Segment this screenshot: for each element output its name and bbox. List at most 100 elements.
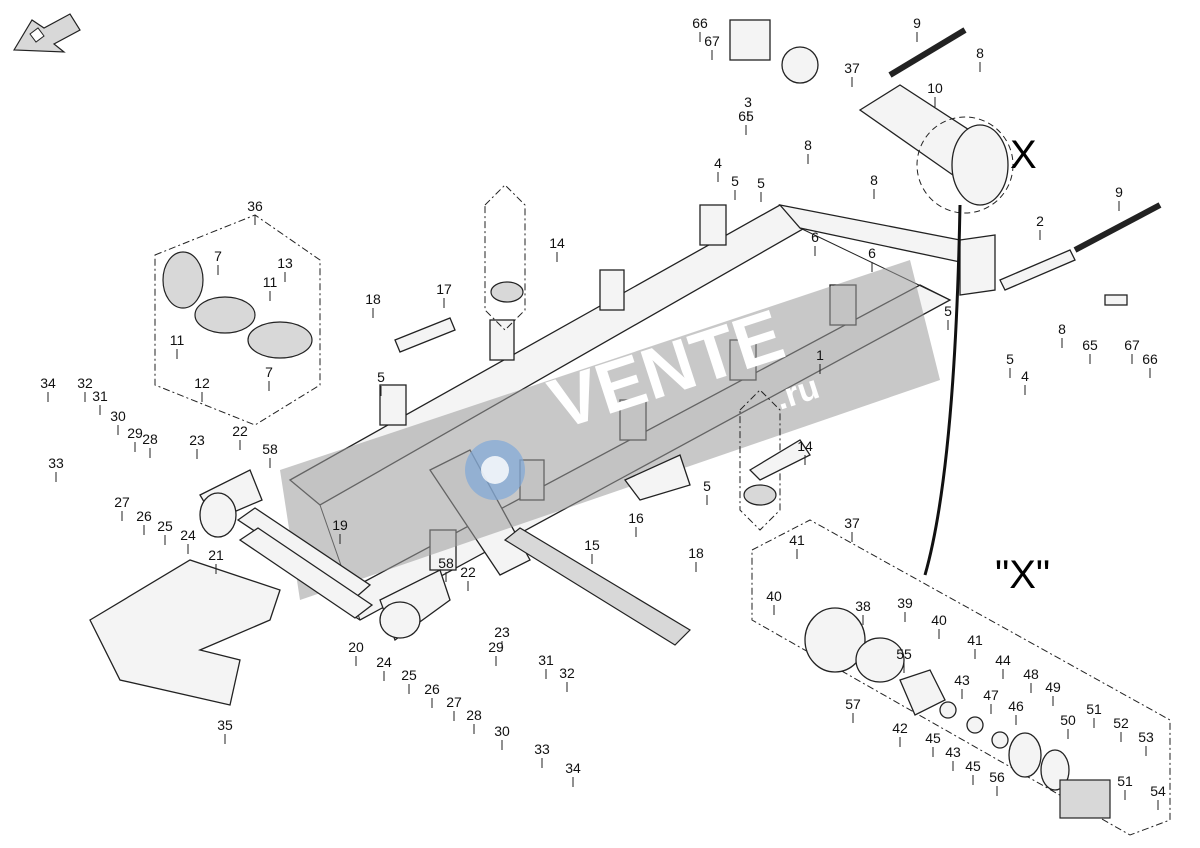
callout-52: 52 xyxy=(1113,715,1129,731)
callout-23: 23 xyxy=(494,624,510,640)
callout-35: 35 xyxy=(217,717,233,733)
callout-4: 4 xyxy=(714,155,722,171)
callout-14: 14 xyxy=(797,438,813,454)
callout-12: 12 xyxy=(194,375,210,391)
callout-67: 67 xyxy=(1124,337,1140,353)
callout-56: 56 xyxy=(989,769,1005,785)
callout-9: 9 xyxy=(1115,184,1123,200)
callout-8: 8 xyxy=(870,172,878,188)
detail-x xyxy=(751,204,1171,836)
callout-28: 28 xyxy=(466,707,482,723)
callout-40: 40 xyxy=(931,612,947,628)
callout-36: 36 xyxy=(247,198,263,214)
callout-5: 5 xyxy=(703,478,711,494)
x-detail-title: "X" xyxy=(995,553,1050,597)
callout-5: 5 xyxy=(944,303,952,319)
callout-23: 23 xyxy=(189,432,205,448)
callout-29: 29 xyxy=(488,639,504,655)
callout-39: 39 xyxy=(897,595,913,611)
callout-22: 22 xyxy=(232,423,248,439)
callout-55: 55 xyxy=(896,646,912,662)
direction-arrow-icon xyxy=(12,13,81,53)
callout-43: 43 xyxy=(945,744,961,760)
callout-67: 67 xyxy=(704,33,720,49)
callout-58: 58 xyxy=(262,441,278,457)
callout-1: 1 xyxy=(816,347,824,363)
callout-32: 32 xyxy=(559,665,575,681)
callout-22: 22 xyxy=(460,564,476,580)
callout-66: 66 xyxy=(1142,351,1158,367)
callout-41: 41 xyxy=(967,632,983,648)
callout-25: 25 xyxy=(401,667,417,683)
callout-10: 10 xyxy=(927,80,943,96)
callout-16: 16 xyxy=(628,510,644,526)
callout-27: 27 xyxy=(446,694,462,710)
callout-24: 24 xyxy=(180,527,196,543)
callout-34: 34 xyxy=(565,760,581,776)
callout-5: 5 xyxy=(377,369,385,385)
callout-27: 27 xyxy=(114,494,130,510)
callout-18: 18 xyxy=(365,291,381,307)
callout-51: 51 xyxy=(1086,701,1102,717)
end-plates xyxy=(199,317,811,642)
callout-33: 33 xyxy=(534,741,550,757)
callout-24: 24 xyxy=(376,654,392,670)
callout-44: 44 xyxy=(995,652,1011,668)
callout-53: 53 xyxy=(1138,729,1154,745)
callout-54: 54 xyxy=(1150,783,1166,799)
detail-group-14 xyxy=(484,184,781,531)
callout-11: 11 xyxy=(263,274,278,290)
callout-31: 31 xyxy=(538,652,554,668)
callout-26: 26 xyxy=(136,508,152,524)
callout-8: 8 xyxy=(1058,321,1066,337)
detail-group-36 xyxy=(154,214,321,426)
top-right-parts xyxy=(729,19,1162,306)
callout-43: 43 xyxy=(954,672,970,688)
callout-14: 14 xyxy=(549,235,565,251)
callout-5: 5 xyxy=(757,175,765,191)
callout-8: 8 xyxy=(804,137,812,153)
callout-6: 6 xyxy=(811,229,819,245)
callout-42: 42 xyxy=(892,720,908,736)
callout-11: 11 xyxy=(170,332,185,348)
belt xyxy=(89,559,281,706)
callout-19: 19 xyxy=(332,517,348,533)
callout-37: 37 xyxy=(844,60,860,76)
callout-66: 66 xyxy=(692,15,708,31)
callout-7: 7 xyxy=(265,364,273,380)
callout-41: 41 xyxy=(789,532,805,548)
callout-50: 50 xyxy=(1060,712,1076,728)
callout-51: 51 xyxy=(1117,773,1133,789)
callout-6: 6 xyxy=(868,245,876,261)
callout-9: 9 xyxy=(913,15,921,31)
callout-3: 3 xyxy=(744,94,752,110)
callout-40: 40 xyxy=(766,588,782,604)
callout-45: 45 xyxy=(925,730,941,746)
callout-26: 26 xyxy=(424,681,440,697)
callout-13: 13 xyxy=(277,255,293,271)
callout-17: 17 xyxy=(436,281,452,297)
callout-46: 46 xyxy=(1008,698,1024,714)
callout-4: 4 xyxy=(1021,368,1029,384)
callout-7: 7 xyxy=(214,248,222,264)
callout-21: 21 xyxy=(208,547,224,563)
callout-28: 28 xyxy=(142,431,158,447)
callout-20: 20 xyxy=(348,639,364,655)
callout-58: 58 xyxy=(438,555,454,571)
callout-65: 65 xyxy=(738,108,754,124)
callout-5: 5 xyxy=(1006,351,1014,367)
callout-49: 49 xyxy=(1045,679,1061,695)
callout-57: 57 xyxy=(845,696,861,712)
callout-30: 30 xyxy=(494,723,510,739)
callout-31: 31 xyxy=(92,388,108,404)
callout-29: 29 xyxy=(127,425,143,441)
x-marker-label: X xyxy=(1010,133,1037,177)
callout-65: 65 xyxy=(1082,337,1098,353)
callout-2: 2 xyxy=(1036,213,1044,229)
callout-30: 30 xyxy=(110,408,126,424)
callout-25: 25 xyxy=(157,518,173,534)
callout-15: 15 xyxy=(584,537,600,553)
callout-37: 37 xyxy=(844,515,860,531)
